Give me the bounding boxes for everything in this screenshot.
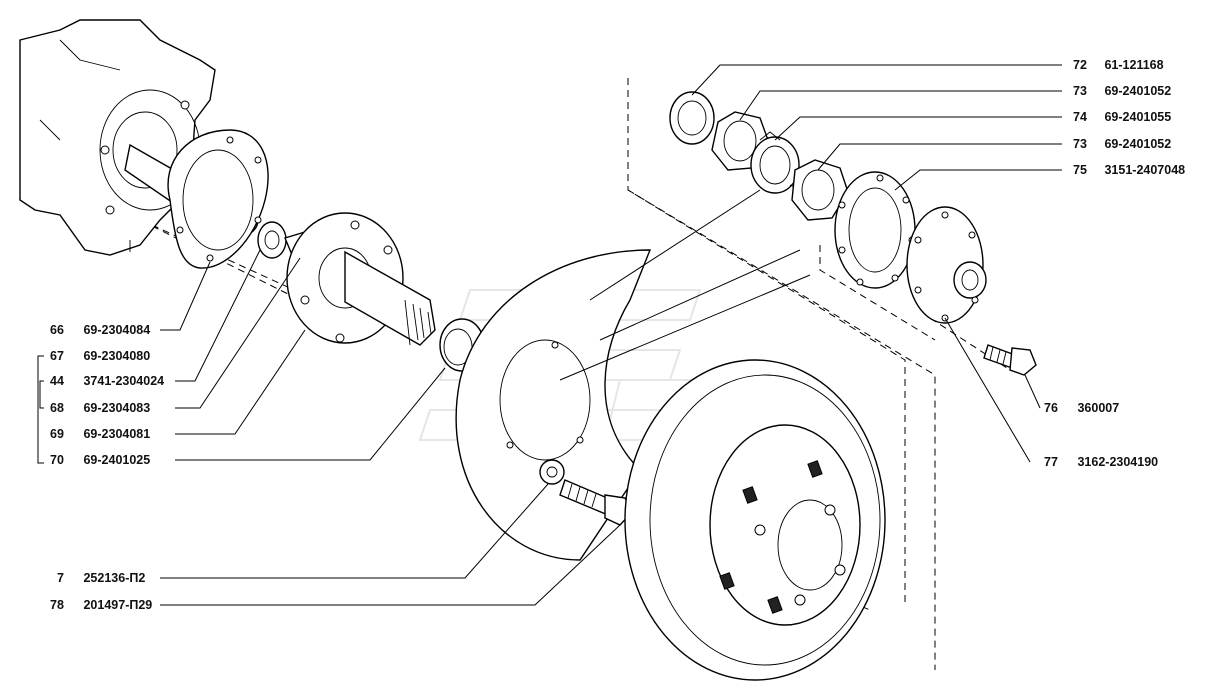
part-code: 69-2401055: [1104, 110, 1172, 124]
part-code: 3162-2304190: [1077, 455, 1159, 469]
trunnion-flange-69: [286, 212, 436, 346]
part-number: 66: [50, 323, 64, 337]
part-code: 69-2304080: [83, 349, 151, 363]
lock-washer-72: [669, 91, 715, 145]
brake-shield: [455, 249, 652, 561]
part-code: 61-121168: [1104, 58, 1164, 72]
washer-7: [539, 459, 565, 485]
gasket-75: [834, 171, 916, 289]
part-number: 78: [50, 598, 64, 612]
part-number: 70: [50, 453, 64, 467]
label-bracket: [37, 355, 44, 464]
leader-lines: [160, 64, 1062, 606]
part-label-74: 74 69-2401055: [1073, 110, 1171, 124]
part-number: 7: [57, 571, 64, 585]
part-label-67: 67 69-2304080: [50, 349, 150, 363]
part-number: 73: [1073, 84, 1087, 98]
part-label-70: 70 69-2401025: [50, 453, 150, 467]
hub-77: [906, 206, 987, 324]
part-number: 73: [1073, 137, 1087, 151]
part-number: 74: [1073, 110, 1087, 124]
part-code: 69-2304081: [83, 427, 151, 441]
part-label-72: 72 61-121168: [1073, 58, 1164, 72]
part-label-73a: 73 69-2401052: [1073, 84, 1171, 98]
part-label-73b: 73 69-2401052: [1073, 137, 1171, 151]
part-label-75: 75 3151-2407048: [1073, 163, 1185, 177]
part-code: 252136-П2: [83, 571, 146, 585]
part-code: 69-2401052: [1104, 84, 1172, 98]
part-number: 77: [1044, 455, 1058, 469]
part-label-68: 68 69-2304083: [50, 401, 150, 415]
part-code: 3741-2304024: [83, 374, 165, 388]
part-number: 44: [50, 374, 64, 388]
part-number: 68: [50, 401, 64, 415]
part-number: 67: [50, 349, 64, 363]
part-label-78: 78 201497-П29: [50, 598, 152, 612]
part-code: 69-2304083: [83, 401, 151, 415]
part-label-77: 77 3162-2304190: [1044, 455, 1158, 469]
part-number: 72: [1073, 58, 1087, 72]
label-sub-bracket: [39, 380, 44, 409]
part-label-7: 7 252136-П2: [57, 571, 145, 585]
part-code: 360007: [1077, 401, 1120, 415]
part-number: 69: [50, 427, 64, 441]
part-number: 75: [1073, 163, 1087, 177]
part-code: 69-2401052: [1104, 137, 1172, 151]
bolt-76: [983, 344, 1037, 376]
part-code: 69-2304084: [83, 323, 151, 337]
part-label-76: 76 360007: [1044, 401, 1119, 415]
part-number: 76: [1044, 401, 1058, 415]
lock-plate-74: [750, 131, 801, 199]
part-label-66: 66 69-2304084: [50, 323, 150, 337]
part-code: 3151-2407048: [1104, 163, 1186, 177]
gasket-66: [167, 129, 269, 269]
brake-disc: [624, 359, 886, 681]
part-code: 69-2401025: [83, 453, 151, 467]
part-label-69: 69 69-2304081: [50, 427, 150, 441]
part-code: 201497-П29: [83, 598, 153, 612]
part-label-44: 44 3741-2304024: [50, 374, 164, 388]
